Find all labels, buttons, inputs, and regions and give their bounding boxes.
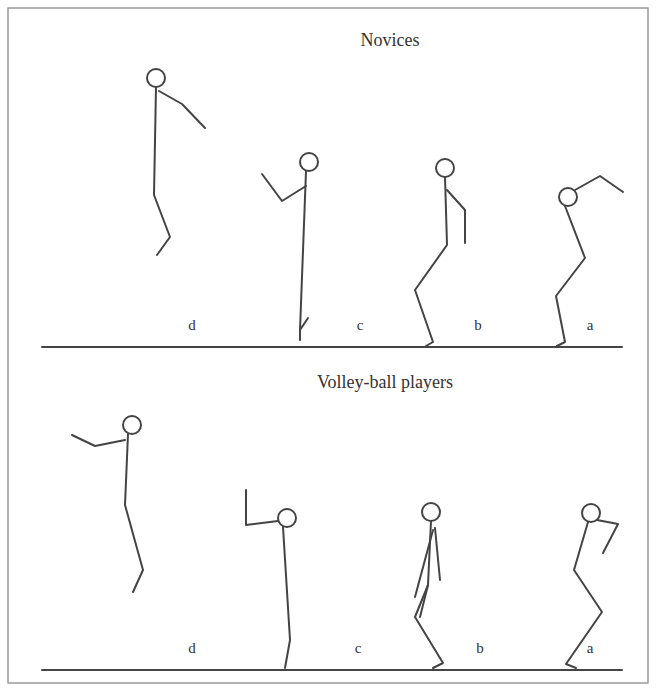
ground-line	[42, 346, 622, 348]
panel-heading: Volley-ball players	[317, 373, 453, 391]
stick-figure	[72, 416, 143, 592]
stick-figure	[415, 503, 443, 668]
stick-figure	[262, 153, 318, 340]
stick-figure	[246, 490, 296, 668]
stick-figure	[415, 159, 465, 346]
frame	[8, 8, 648, 683]
phase-letter: d	[188, 641, 196, 656]
phase-letter: c	[357, 318, 364, 333]
phase-letter: a	[587, 318, 594, 333]
phase-letter: b	[476, 641, 484, 656]
stick-figure	[566, 504, 618, 668]
phase-letter: c	[355, 641, 362, 656]
ground-line	[42, 669, 622, 671]
panel-heading: Novices	[361, 31, 420, 49]
phase-letter: d	[188, 318, 196, 333]
phase-letter: b	[474, 318, 482, 333]
stick-figure	[147, 69, 205, 255]
phase-letter: a	[587, 641, 594, 656]
stick-figure	[556, 176, 623, 346]
